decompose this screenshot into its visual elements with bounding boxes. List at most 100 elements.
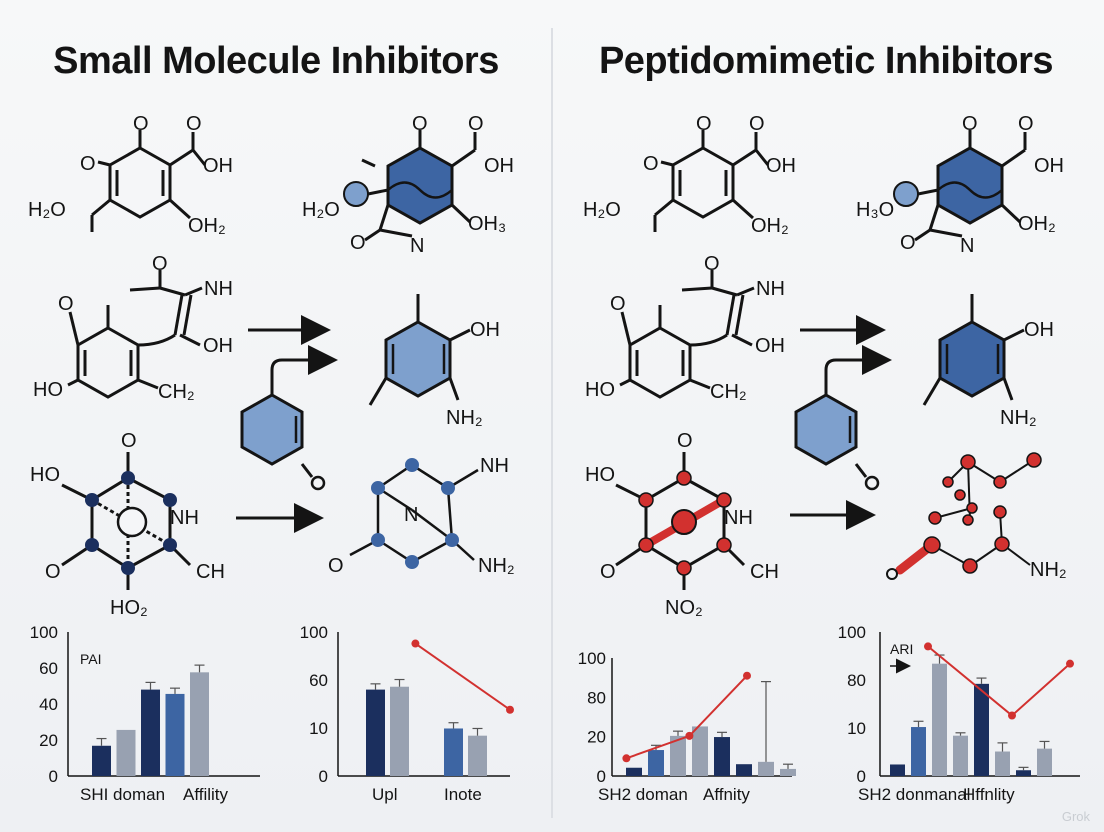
right-molecule-5 <box>794 393 880 491</box>
atom-label: OH <box>755 335 785 357</box>
trend-point <box>685 731 694 740</box>
trend-point <box>1066 659 1074 668</box>
y-tick-label: 40 <box>39 695 58 714</box>
atom-label: O <box>412 113 428 135</box>
right-molecule-2-labels: O O OH H₃O OH₂ O N <box>856 113 1064 257</box>
atom-label: O <box>1018 113 1034 135</box>
atom-label: O <box>749 113 765 135</box>
atom-label: O <box>328 555 344 577</box>
atom-label: H₂O <box>302 199 340 221</box>
bar <box>1037 748 1052 776</box>
bar <box>468 735 487 776</box>
bar <box>141 689 160 776</box>
left-molecule-3 <box>67 270 203 399</box>
bar <box>714 737 730 776</box>
y-tick-label: 100 <box>578 649 606 668</box>
left-panel-title: Small Molecule Inhibitors <box>53 40 499 82</box>
y-tick-label: 0 <box>857 767 866 786</box>
atom-label: O <box>350 232 366 254</box>
y-tick-label: 0 <box>597 767 606 786</box>
y-tick-label: 60 <box>39 659 58 678</box>
atom-label: HO₂ <box>110 597 148 619</box>
atom-label: N <box>960 235 974 257</box>
y-tick-label: 100 <box>838 623 866 642</box>
atom-label: OH <box>766 155 796 177</box>
atom-label: O <box>80 153 96 175</box>
atom-label: O <box>610 293 626 315</box>
right-panel-title: Peptidomimetic Inhibitors <box>598 40 1054 82</box>
bar <box>692 726 708 776</box>
y-tick-label: 20 <box>39 731 58 750</box>
atom-label: H₃O <box>856 199 894 221</box>
x-tick-label: Hffnlity <box>963 785 1015 804</box>
atom-label: O <box>58 293 74 315</box>
left-molecule-7 <box>349 458 479 569</box>
left-molecule-6-labels: O HO NH O CH HO₂ <box>30 430 225 619</box>
atom-label: H₂O <box>28 199 66 221</box>
atom-label: OH₂ <box>751 215 789 237</box>
atom-label: O <box>186 113 202 135</box>
atom-label: N <box>404 504 418 526</box>
y-tick-label: 80 <box>587 688 606 707</box>
trend-point <box>411 639 420 648</box>
bar <box>670 735 686 776</box>
bar <box>780 768 796 776</box>
bar <box>390 686 409 776</box>
atom-label: CH <box>750 561 779 583</box>
atom-label: NH <box>204 278 233 300</box>
left-molecule-2 <box>343 130 477 242</box>
bar <box>953 735 968 776</box>
x-tick-label: Affility <box>183 785 229 804</box>
legend-label: PAI <box>80 651 102 667</box>
left-molecule-2-labels: O O OH H₂O OH₃ O N <box>302 113 514 257</box>
left-molecule-1 <box>90 130 207 232</box>
atom-label: OH₂ <box>188 215 226 237</box>
bar <box>974 683 989 776</box>
trend-point <box>1008 711 1016 720</box>
atom-label: CH₂ <box>710 381 747 403</box>
trend-line <box>414 642 511 711</box>
atom-label: O <box>152 253 168 275</box>
right-molecule-2 <box>893 130 1027 242</box>
bar <box>116 729 136 776</box>
atom-label: O <box>696 113 712 135</box>
y-tick-label: 0 <box>319 767 328 786</box>
x-tick-label: Affnity <box>703 785 750 804</box>
atom-label: NH₂ <box>446 407 483 429</box>
atom-label: NH <box>756 278 785 300</box>
trend-point <box>924 642 932 651</box>
atom-label: O <box>643 153 659 175</box>
atom-label: OH <box>1034 155 1064 177</box>
bar <box>366 689 385 776</box>
atom-label: HO <box>585 379 615 401</box>
watermark-text: Grok <box>1061 809 1090 824</box>
trend-point <box>743 671 751 680</box>
right-molecule-6 <box>615 452 746 590</box>
atom-label: HO <box>30 464 60 486</box>
x-tick-label: SH2 doman <box>598 785 688 804</box>
y-tick-label: 100 <box>30 623 58 642</box>
y-tick-label: 80 <box>847 671 866 690</box>
bar <box>626 767 642 776</box>
y-tick-label: 10 <box>309 719 328 738</box>
bar <box>444 728 463 776</box>
bar <box>190 672 209 776</box>
bar <box>1016 770 1031 776</box>
atom-label: O <box>600 561 616 583</box>
atom-label: O <box>133 113 149 135</box>
atom-label: CH <box>196 561 225 583</box>
atom-label: N <box>410 235 424 257</box>
bar <box>911 727 926 776</box>
atom-label: O <box>121 430 137 452</box>
atom-label: HO <box>585 464 615 486</box>
atom-label: O <box>962 113 978 135</box>
right-molecule-7 <box>886 452 1042 580</box>
bar <box>932 663 947 776</box>
atom-label: H₂O <box>583 199 621 221</box>
left-molecule-5 <box>240 393 326 491</box>
